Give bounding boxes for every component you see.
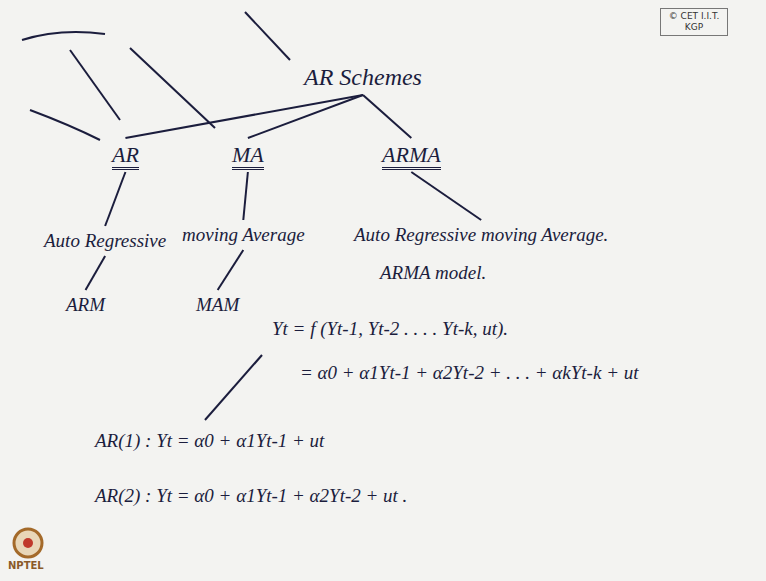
node-text: MA bbox=[232, 142, 264, 170]
note: ARMA model. bbox=[380, 262, 486, 284]
text-node: AR bbox=[108, 140, 143, 170]
logo-text: NPTEL bbox=[8, 560, 44, 571]
hand-stroke bbox=[22, 32, 105, 40]
text-node: Auto Regressive moving Average. bbox=[350, 222, 612, 248]
node-text: AR bbox=[112, 142, 139, 170]
hand-stroke bbox=[70, 50, 120, 120]
hand-stroke bbox=[30, 110, 100, 140]
equation: AR(1) : Yt = α0 + α1Yt-1 + ut bbox=[95, 430, 324, 452]
branch-line bbox=[125, 95, 363, 138]
nptel-logo bbox=[14, 529, 42, 557]
branch-line bbox=[411, 172, 481, 220]
text-node: ARMA bbox=[378, 140, 445, 170]
branch-line bbox=[218, 250, 244, 290]
node-text: Auto Regressive moving Average. bbox=[354, 224, 608, 245]
leader-line bbox=[205, 355, 262, 420]
branch-line bbox=[86, 256, 106, 290]
branch-line bbox=[243, 172, 248, 220]
node-text: Auto Regressive bbox=[44, 230, 166, 251]
node-text: ARM bbox=[66, 294, 105, 315]
branch-line bbox=[363, 95, 411, 138]
text-node: AR Schemes bbox=[300, 62, 426, 93]
node-text: AR Schemes bbox=[304, 64, 422, 90]
node-text: moving Average bbox=[182, 224, 305, 245]
branch-line bbox=[105, 172, 125, 226]
equation: = α0 + α1Yt-1 + α2Yt-2 + . . . + αkYt-k … bbox=[300, 362, 638, 384]
equation: Yt = f (Yt-1, Yt-2 . . . . Yt-k, ut). bbox=[272, 318, 508, 340]
text-node: moving Average bbox=[178, 222, 309, 248]
hand-stroke bbox=[245, 12, 290, 60]
node-text: ARMA bbox=[382, 142, 441, 170]
text-node: MA bbox=[228, 140, 268, 170]
text-node: MAM bbox=[192, 292, 243, 318]
nptel-logo bbox=[23, 538, 33, 548]
text-node: ARM bbox=[62, 292, 109, 318]
node-text: MAM bbox=[196, 294, 239, 315]
branch-line bbox=[248, 95, 363, 138]
hand-stroke bbox=[130, 48, 215, 128]
watermark: © CET I.I.T. KGP bbox=[660, 8, 728, 36]
text-node: Auto Regressive bbox=[40, 228, 170, 254]
equation: AR(2) : Yt = α0 + α1Yt-1 + α2Yt-2 + ut . bbox=[95, 485, 407, 507]
